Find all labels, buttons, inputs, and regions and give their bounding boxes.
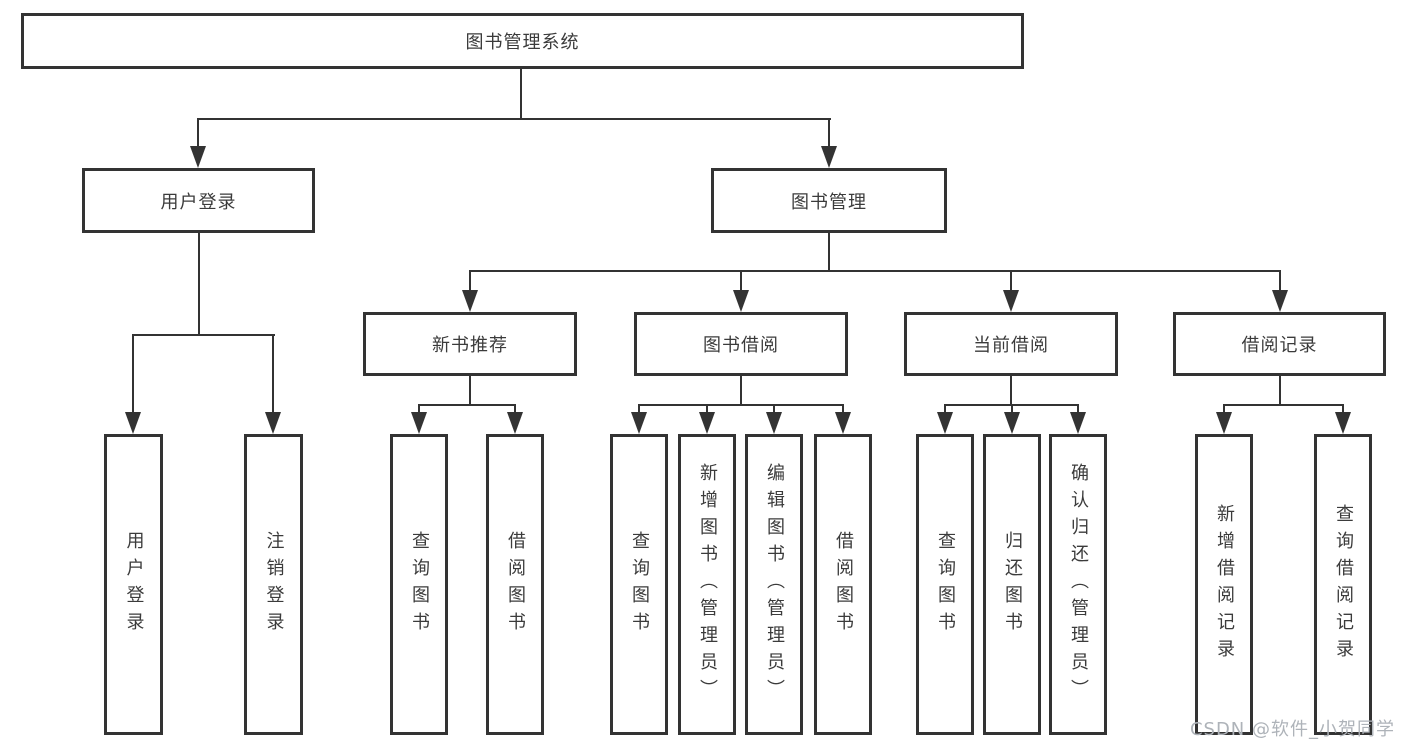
arrow-bb-leaf3 — [766, 412, 782, 434]
connector-user-login-down — [198, 233, 200, 336]
node-user-login: 用户登录 — [82, 168, 315, 233]
node-borrowing-records: 借阅记录 — [1173, 312, 1386, 376]
arrow-book-mgmt — [821, 146, 837, 168]
arrow-book-borrow — [733, 290, 749, 312]
leaf-user-login: 用户登录 — [104, 434, 163, 735]
connector-book-mgmt-hline — [469, 270, 1281, 272]
connector-bb-leaf4-stem — [842, 404, 844, 414]
connector-bb-hline — [638, 404, 844, 406]
connector-root-hline — [197, 118, 831, 120]
node-book-borrowing: 图书借阅 — [634, 312, 848, 376]
leaf-cb-return-books: 归还图书 — [983, 434, 1041, 735]
leaf-br-query-record: 查询借阅记录 — [1314, 434, 1372, 735]
arrow-new-book — [462, 290, 478, 312]
connector-new-book-stem — [469, 270, 471, 294]
connector-ul-leaf1-stem — [132, 334, 134, 414]
connector-nb-leaf1-stem — [418, 404, 420, 414]
leaf-nb-borrow-books: 借阅图书 — [486, 434, 544, 735]
arrow-ul-leaf1 — [125, 412, 141, 434]
connector-cb-leaf1-stem — [944, 404, 946, 414]
connector-bb-leaf1-stem — [638, 404, 640, 414]
node-new-book-recommend: 新书推荐 — [363, 312, 577, 376]
connector-br-hline — [1223, 404, 1344, 406]
leaf-nb-query-books: 查询图书 — [390, 434, 448, 735]
connector-ul-leaf2-stem — [272, 334, 274, 414]
arrow-br-leaf1 — [1216, 412, 1232, 434]
arrow-nb-leaf1 — [411, 412, 427, 434]
arrow-bb-leaf1 — [631, 412, 647, 434]
arrow-br-leaf2 — [1335, 412, 1351, 434]
arrow-user-login — [190, 146, 206, 168]
connector-nb-leaf2-stem — [514, 404, 516, 414]
connector-bb-down — [740, 376, 742, 406]
leaf-logout: 注销登录 — [244, 434, 303, 735]
connector-book-mgmt-stem — [828, 118, 830, 150]
connector-book-mgmt-down — [828, 233, 830, 272]
connector-cb-down — [1010, 376, 1012, 406]
arrow-nb-leaf2 — [507, 412, 523, 434]
arrow-current-borrow — [1003, 290, 1019, 312]
arrow-borrow-record — [1272, 290, 1288, 312]
connector-borrow-record-stem — [1279, 270, 1281, 294]
arrow-ul-leaf2 — [265, 412, 281, 434]
arrow-bb-leaf4 — [835, 412, 851, 434]
connector-book-borrow-stem — [740, 270, 742, 294]
connector-br-leaf1-stem — [1223, 404, 1225, 414]
node-current-borrowing: 当前借阅 — [904, 312, 1118, 376]
connector-root-stem — [520, 68, 522, 120]
arrow-cb-leaf2 — [1004, 412, 1020, 434]
csdn-watermark: CSDN @软件_小贺同学 — [1189, 719, 1395, 740]
leaf-bb-borrow-books: 借阅图书 — [814, 434, 872, 735]
leaf-cb-query-books: 查询图书 — [916, 434, 974, 735]
connector-br-down — [1279, 376, 1281, 406]
arrow-cb-leaf1 — [937, 412, 953, 434]
connector-current-borrow-stem — [1010, 270, 1012, 294]
leaf-bb-query-books: 查询图书 — [610, 434, 668, 735]
leaf-br-add-record: 新增借阅记录 — [1195, 434, 1253, 735]
node-book-management: 图书管理 — [711, 168, 947, 233]
connector-nb-down — [469, 376, 471, 406]
leaf-bb-edit-books-admin: 编辑图书（管理员） — [745, 434, 803, 735]
connector-bb-leaf3-stem — [773, 404, 775, 414]
leaf-cb-confirm-return-admin: 确认归还（管理员） — [1049, 434, 1107, 735]
arrow-cb-leaf3 — [1070, 412, 1086, 434]
connector-cb-leaf3-stem — [1077, 404, 1079, 414]
node-library-management-system: 图书管理系统 — [21, 13, 1024, 69]
connector-br-leaf2-stem — [1342, 404, 1344, 414]
connector-nb-hline — [418, 404, 516, 406]
connector-user-login-hline — [132, 334, 275, 336]
arrow-bb-leaf2 — [699, 412, 715, 434]
leaf-bb-add-books-admin: 新增图书（管理员） — [678, 434, 736, 735]
connector-cb-leaf2-stem — [1011, 404, 1013, 414]
connector-user-login-stem — [197, 118, 199, 150]
connector-bb-leaf2-stem — [706, 404, 708, 414]
